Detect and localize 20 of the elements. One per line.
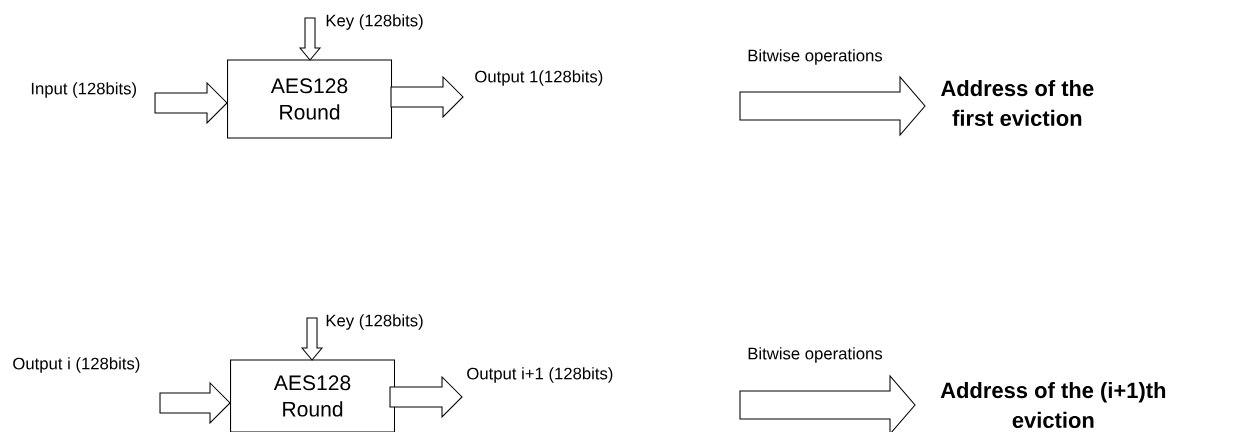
process-box: AES128 Round [227, 59, 393, 139]
text-label: Output 1(128bits) [475, 70, 603, 86]
block-arrow [739, 374, 916, 432]
text-label: Output i (128bits) [13, 357, 140, 373]
text-label: Key (128bits) [326, 14, 423, 30]
block-arrow [154, 81, 228, 125]
block-arrow [159, 381, 231, 425]
text-label: Key (128bits) [326, 314, 423, 330]
text-label: Output i+1 (128bits) [467, 367, 613, 383]
block-arrow [739, 75, 926, 137]
edge-label: Bitwise operations [748, 347, 883, 363]
edge-label: Bitwise operations [748, 49, 883, 65]
block-arrow [389, 375, 463, 419]
block-arrow [390, 75, 464, 119]
process-box: AES128 Round [230, 359, 396, 432]
result-text: Address of the first eviction [941, 80, 1094, 126]
block-arrow [298, 17, 322, 61]
text-label: Input (128bits) [31, 82, 136, 98]
block-arrow [300, 317, 324, 361]
result-text: Address of the (i+1)th eviction [940, 382, 1166, 428]
